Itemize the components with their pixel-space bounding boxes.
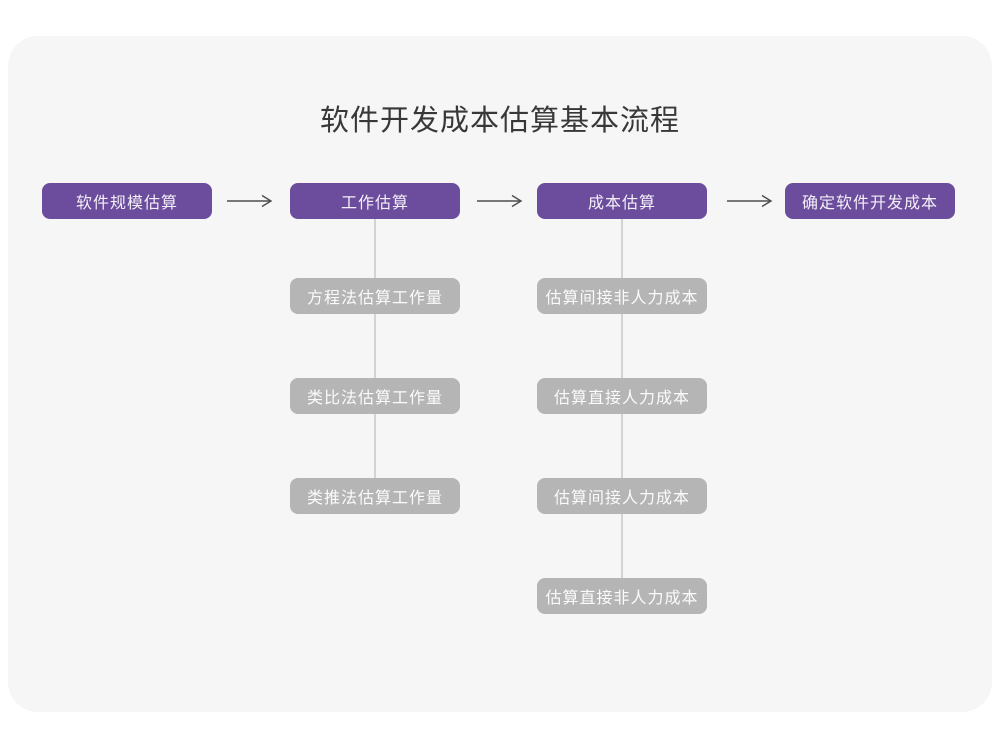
flow-node-software-scale-estimation: 软件规模估算 xyxy=(42,183,212,219)
subnode-equation-method: 方程法估算工作量 xyxy=(290,278,460,314)
diagram-title: 软件开发成本估算基本流程 xyxy=(319,105,680,137)
right-arrow-icon xyxy=(227,194,273,208)
flow-node-determine-development-cost: 确定软件开发成本 xyxy=(785,183,955,219)
diagram-card xyxy=(8,36,992,712)
subnode-analogy-method: 类比法估算工作量 xyxy=(290,378,460,414)
right-arrow-icon xyxy=(477,194,523,208)
subnode-extrapolation-method: 类推法估算工作量 xyxy=(290,478,460,514)
subnode-direct-labor-cost: 估算直接人力成本 xyxy=(537,378,707,414)
subnode-indirect-nonlabor-cost: 估算间接非人力成本 xyxy=(537,278,707,314)
effort-column-connector-line xyxy=(374,218,376,498)
subnode-indirect-labor-cost: 估算间接人力成本 xyxy=(537,478,707,514)
flow-node-cost-estimation: 成本估算 xyxy=(537,183,707,219)
flow-node-effort-estimation: 工作估算 xyxy=(290,183,460,219)
subnode-direct-nonlabor-cost: 估算直接非人力成本 xyxy=(537,578,707,614)
right-arrow-icon xyxy=(727,194,773,208)
